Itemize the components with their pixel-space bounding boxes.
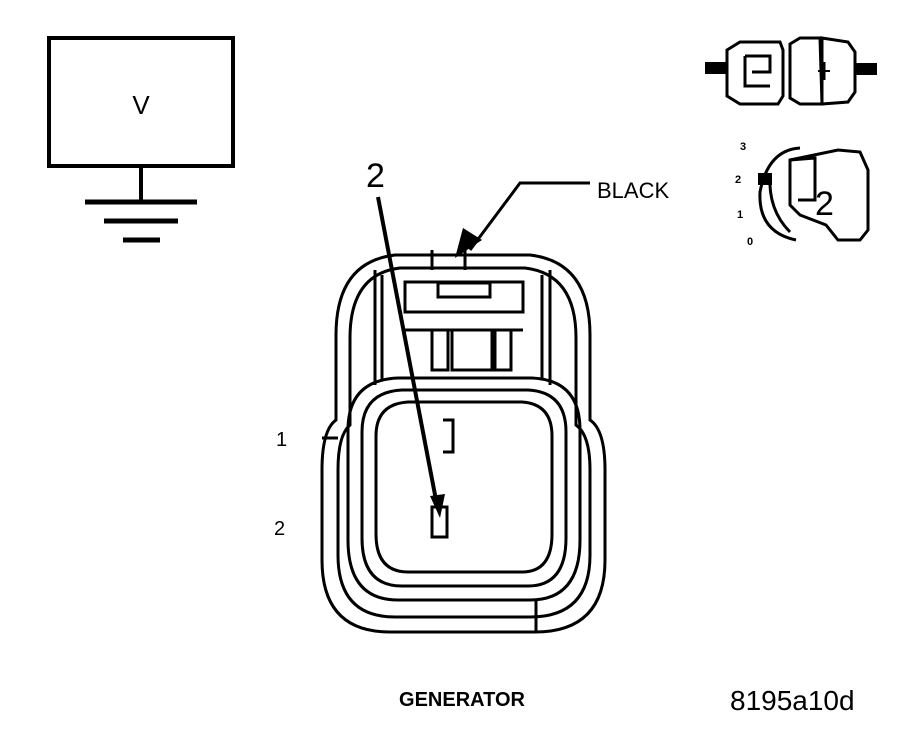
figure-id: 8195a10d	[730, 685, 855, 716]
pin-label-1: 1	[276, 429, 287, 451]
wire-leader-arrow	[455, 228, 482, 258]
ignition-selected-position: 2	[815, 185, 834, 223]
wire-leader-line	[468, 181, 590, 251]
probe-arrowhead	[430, 494, 445, 518]
ignition-position-3: 3	[740, 141, 746, 153]
voltmeter-symbol: V	[132, 90, 150, 120]
ground-icon	[85, 166, 197, 243]
ignition-key-icon: 3 2 1 0 2	[735, 141, 870, 248]
probe-pin-label: 2	[366, 157, 385, 195]
pin-label-2: 2	[274, 518, 285, 540]
disconnected-connector-icon	[705, 36, 877, 106]
terminal-cavity-1	[443, 418, 455, 454]
ignition-position-1: 1	[737, 209, 743, 221]
probe-line	[376, 196, 438, 501]
ignition-position-0: 0	[747, 236, 753, 248]
voltmeter: V	[47, 36, 235, 243]
connector-caption: GENERATOR	[399, 689, 525, 711]
ignition-position-2: 2	[735, 174, 741, 186]
generator-connector	[320, 250, 607, 634]
voltmeter-box	[47, 36, 235, 168]
wire-color-label: BLACK	[597, 178, 669, 203]
